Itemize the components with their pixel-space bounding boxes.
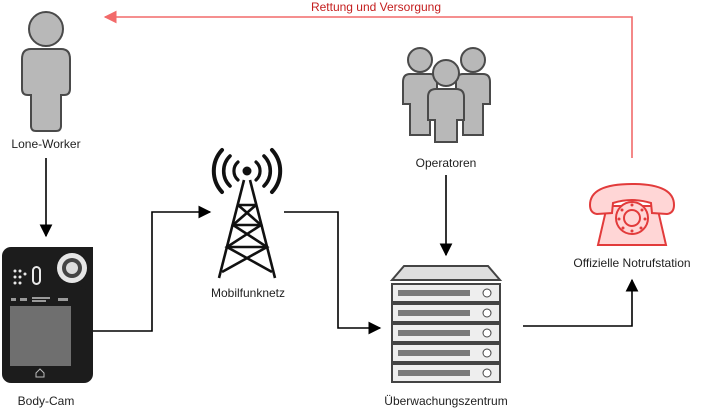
telephone-icon (588, 182, 676, 246)
lone-worker-label: Lone-Worker (11, 137, 81, 151)
edge-network-to-monitoring (284, 211, 382, 335)
cell-tower-icon (211, 148, 283, 279)
body-camera-icon (2, 247, 93, 383)
monitoring-center-label: Überwachungszentrum (384, 394, 508, 408)
operators-label: Operatoren (415, 156, 477, 170)
rescue-edge-label: Rettung und Versorgung (310, 0, 442, 14)
mobile-network-label: Mobilfunknetz (210, 286, 286, 300)
edge-rescue (103, 10, 633, 158)
emergency-station-label: Offizielle Notrufstation (573, 256, 691, 270)
edge-bodycam-to-network (92, 205, 212, 332)
person-icon (21, 11, 71, 132)
server-rack-icon (389, 265, 503, 383)
edge-monitoring-to-emergency (523, 278, 639, 327)
group-of-people-icon (402, 47, 491, 143)
body-cam-label: Body-Cam (17, 394, 75, 408)
